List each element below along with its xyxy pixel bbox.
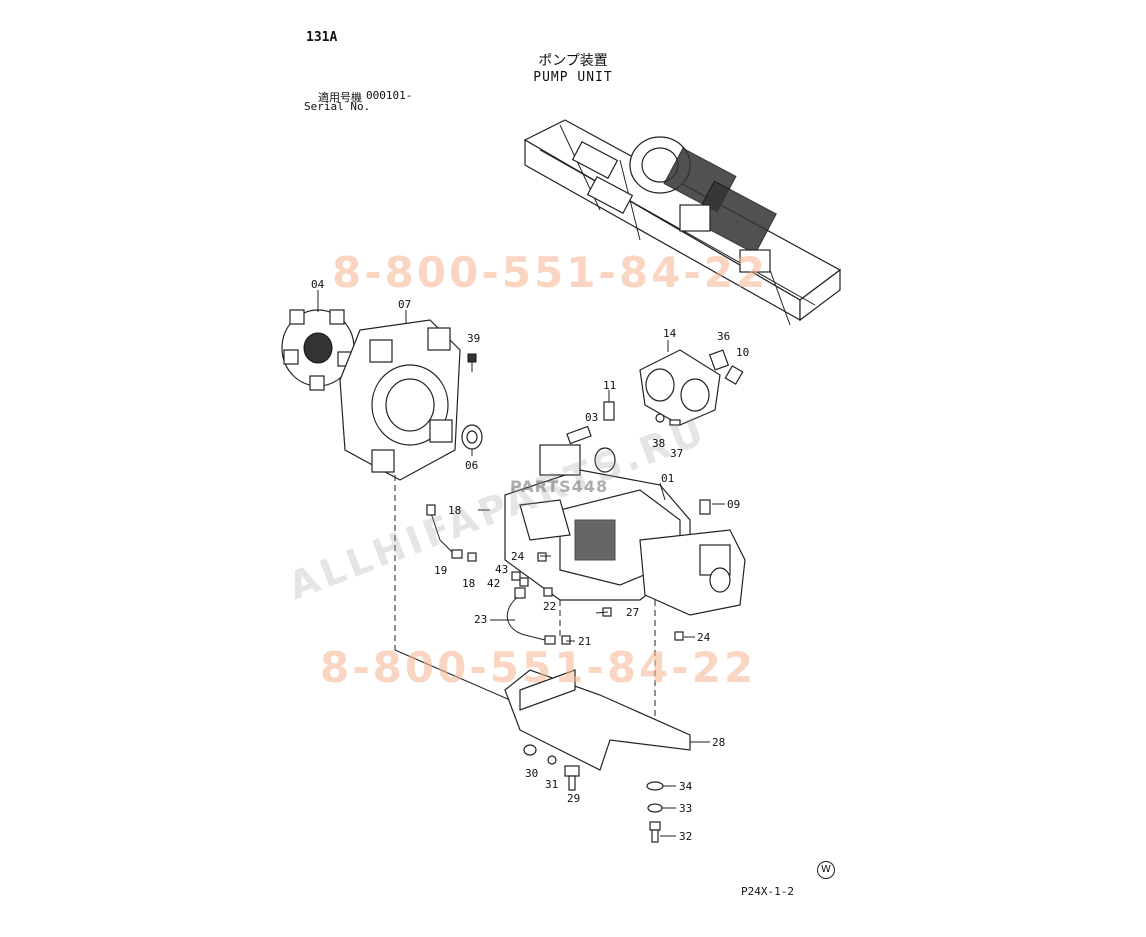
part-label-09: 09	[727, 498, 740, 511]
part-label-32: 32	[679, 830, 692, 843]
bolt-03	[566, 425, 592, 445]
hose-23	[506, 587, 556, 645]
part-label-23: 23	[474, 613, 487, 626]
part-label-39: 39	[467, 332, 480, 345]
part-label-42: 42	[487, 577, 500, 590]
part-label-31: 31	[545, 778, 558, 791]
main-pump-01	[504, 444, 746, 616]
part-label-29: 29	[567, 792, 580, 805]
part-label-01: 01	[661, 472, 674, 485]
part-label-38: 38	[652, 437, 665, 450]
pipe-19	[426, 504, 463, 559]
fitting-09	[699, 499, 711, 515]
w-mark-icon: W	[817, 861, 835, 879]
washer-33	[647, 803, 663, 813]
flywheel-housing-07	[339, 310, 511, 701]
part-label-22: 22	[543, 600, 556, 613]
fitting-36	[708, 349, 730, 371]
part-label-43: 43	[495, 563, 508, 576]
part-label-18-top: 18	[448, 504, 461, 517]
machine-overview-illustration	[523, 119, 842, 326]
watermark-phone-top: 8-800-551-84-22	[332, 248, 768, 297]
fitting-10	[724, 365, 744, 385]
title-japanese: ポンプ装置	[538, 53, 608, 69]
part-label-04: 04	[311, 278, 325, 291]
page-code: 131A	[306, 30, 338, 45]
watermark-phone-bottom: 8-800-551-84-22	[320, 643, 756, 692]
title-english: PUMP UNIT	[533, 70, 613, 85]
part-label-10: 10	[736, 346, 749, 359]
washer-34	[646, 781, 664, 791]
part-label-30: 30	[525, 767, 538, 780]
gear-pump-14	[639, 340, 721, 426]
part-label-28: 28	[712, 736, 725, 749]
part-label-36: 36	[717, 330, 730, 343]
part-label-37: 37	[670, 447, 683, 460]
part-label-14: 14	[663, 327, 677, 340]
part-label-18-bottom: 18	[462, 577, 475, 590]
serial-label-en: Serial No.	[304, 100, 371, 113]
bolt-32	[649, 821, 661, 843]
bracket-28	[504, 669, 710, 771]
washer-31	[547, 755, 557, 765]
fitting-11	[603, 390, 615, 421]
serial-label-jp: 適用号機	[318, 91, 362, 104]
part-label-24-left: 24	[511, 550, 525, 563]
serial-value: 000101-	[366, 89, 413, 102]
washer-38	[655, 413, 665, 423]
part-label-03: 03	[585, 411, 598, 424]
part-label-21: 21	[578, 635, 591, 648]
part-label-33: 33	[679, 802, 692, 815]
part-label-19: 19	[434, 564, 447, 577]
watermark-overlay: PARTS448	[510, 477, 608, 496]
bolt-37	[669, 419, 681, 426]
washer-30	[523, 744, 537, 756]
part-label-34: 34	[679, 780, 693, 793]
drawing-number: P24X-1-2	[741, 885, 794, 898]
part-label-24-right: 24	[697, 631, 711, 644]
bolt-39	[467, 353, 477, 372]
seal-06	[461, 424, 483, 456]
part-label-07: 07	[398, 298, 411, 311]
bolt-29	[564, 765, 580, 791]
part-label-27: 27	[626, 606, 639, 619]
part-label-11: 11	[603, 379, 616, 392]
part-label-06: 06	[465, 459, 478, 472]
leader-lines	[478, 503, 725, 837]
